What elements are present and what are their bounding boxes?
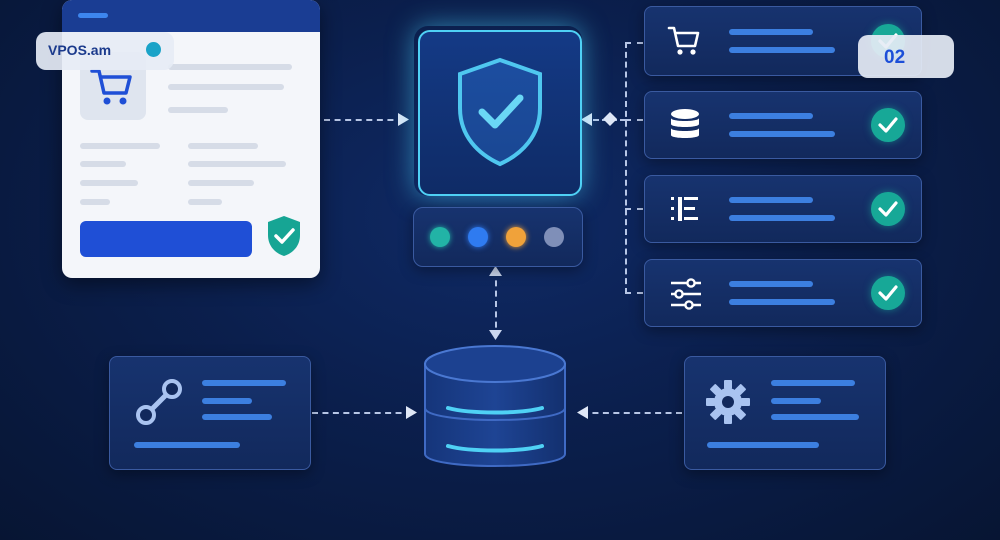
text-line <box>168 64 292 70</box>
text-line <box>188 180 254 186</box>
text-line <box>202 398 252 404</box>
status-dot-teal <box>430 227 450 247</box>
security-hub <box>418 30 582 196</box>
service-panel-settings <box>644 259 922 327</box>
arrow-left-icon <box>581 113 592 126</box>
integration-panel <box>109 356 311 470</box>
connector-service-3 <box>625 208 643 210</box>
text-line <box>80 199 110 205</box>
database-icon <box>671 109 699 138</box>
form-header-accent <box>78 13 108 18</box>
text-line <box>771 398 821 404</box>
connector-status-to-db <box>495 270 497 338</box>
connector-service-2 <box>625 119 643 121</box>
arrow-up-icon <box>489 266 502 276</box>
text-line <box>202 414 272 420</box>
list-icon <box>671 197 698 221</box>
text-line <box>771 414 859 420</box>
status-dot-blue <box>468 227 488 247</box>
database-cylinder-icon <box>424 345 566 467</box>
junction-diamond-icon <box>603 112 617 126</box>
text-line <box>202 380 286 386</box>
text-line <box>188 161 286 167</box>
cart-icon <box>90 69 132 105</box>
text-line <box>729 113 813 119</box>
text-line <box>729 299 835 305</box>
arrow-down-icon <box>489 330 502 340</box>
service-panel-list <box>644 175 922 243</box>
text-line <box>771 380 855 386</box>
text-line <box>80 180 138 186</box>
text-line <box>80 143 160 149</box>
text-line <box>168 84 284 90</box>
text-line <box>729 131 835 137</box>
text-line <box>134 442 240 448</box>
connector-service-1 <box>625 42 643 44</box>
arrow-right-icon <box>406 406 417 419</box>
database-cylinder <box>420 342 570 482</box>
arrow-left-icon <box>577 406 588 419</box>
text-line <box>729 281 813 287</box>
text-line <box>729 47 835 53</box>
connector-services-trunk <box>625 42 627 294</box>
status-dot-gray <box>544 227 564 247</box>
text-line <box>168 107 228 113</box>
brand-badge: VPOS.am <box>36 32 174 70</box>
status-indicator-panel <box>413 207 583 267</box>
text-line <box>729 197 813 203</box>
text-line <box>80 161 126 167</box>
check-circle-icon <box>871 276 905 310</box>
cart-icon <box>667 26 700 55</box>
sliders-icon <box>671 278 701 310</box>
text-line <box>188 199 222 205</box>
text-line <box>188 143 258 149</box>
text-line <box>729 215 835 221</box>
connector-service-4 <box>625 292 643 294</box>
link-node-icon <box>136 379 182 425</box>
checkout-form-card <box>62 0 320 278</box>
status-dot-orange <box>506 227 526 247</box>
connector-left-to-db <box>312 412 412 414</box>
service-panel-database <box>644 91 922 159</box>
shield-check-icon <box>268 216 300 256</box>
shield-check-icon <box>458 57 542 167</box>
connector-form-to-hub <box>324 119 404 121</box>
page-number: 02 <box>884 47 906 68</box>
brand-dot <box>146 42 161 57</box>
page-number-badge: 02 <box>858 35 954 78</box>
gear-icon <box>706 380 750 424</box>
text-line <box>707 442 819 448</box>
pay-button[interactable] <box>80 221 252 257</box>
check-circle-icon <box>871 192 905 226</box>
text-line <box>729 29 813 35</box>
arrow-right-icon <box>398 113 409 126</box>
brand-label: VPOS.am <box>48 42 112 58</box>
check-circle-icon <box>871 108 905 142</box>
configuration-panel <box>684 356 886 470</box>
connector-right-to-db <box>582 412 682 414</box>
